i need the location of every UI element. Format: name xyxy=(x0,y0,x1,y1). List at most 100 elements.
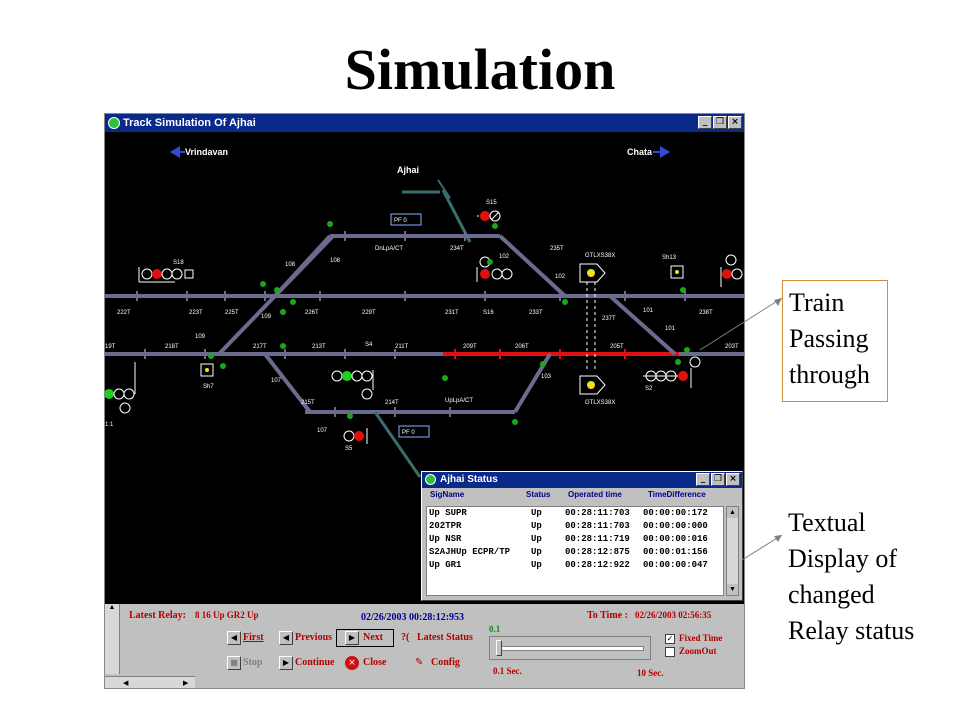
window-titlebar: Track Simulation Of Ajhai _ ❐ × xyxy=(105,114,744,132)
signal-s2-icon xyxy=(643,356,701,388)
signal-sh7-icon xyxy=(200,363,214,377)
label-dn-loop: DnLpA/CT xyxy=(375,246,403,252)
first-icon[interactable]: ◀ xyxy=(227,631,241,645)
close-icon[interactable]: × xyxy=(345,656,359,670)
control-hscroll[interactable]: ◀ ▶ xyxy=(105,676,195,688)
arrow-train-line xyxy=(699,297,783,351)
status-minimize-button[interactable]: _ xyxy=(696,473,710,486)
slider-min-label: 0.1 Sec. xyxy=(493,666,522,676)
restore-button[interactable]: ❐ xyxy=(713,116,727,129)
label-102b: 102 xyxy=(555,274,566,280)
label-107a: 107 xyxy=(271,378,282,384)
to-time-label: To Time : xyxy=(587,610,628,621)
status-logo-icon xyxy=(425,474,436,485)
panel-scroll-right-icon[interactable]: ▶ xyxy=(183,680,189,687)
label-102a: 102 xyxy=(499,254,510,260)
label-s18: S18 xyxy=(173,260,184,266)
header-status: Status xyxy=(526,490,551,499)
next-button-frame[interactable] xyxy=(336,629,394,647)
scroll-up-icon[interactable]: ▲ xyxy=(727,507,738,518)
latest-relay-label: Latest Relay: xyxy=(129,610,186,621)
label-109b: 109 xyxy=(261,314,272,320)
status-restore-button[interactable]: ❐ xyxy=(711,473,725,486)
config-icon[interactable]: ✎ xyxy=(415,657,424,668)
speed-slider[interactable] xyxy=(489,636,651,660)
previous-icon[interactable]: ◀ xyxy=(279,631,293,645)
previous-button[interactable]: Previous xyxy=(295,632,333,643)
zoom-out-checkbox[interactable] xyxy=(665,647,675,657)
label-up-loop: UpLpA/CT xyxy=(445,398,473,404)
callout-train-passing: Train Passing through xyxy=(782,280,888,402)
label-103: 103 xyxy=(541,374,552,380)
label-217t: 217T xyxy=(253,344,267,350)
label-101a: 101 xyxy=(643,308,654,314)
station-vrindavan: Vrindavan xyxy=(185,147,228,157)
arrow-status-head-icon xyxy=(774,535,782,542)
callout-train-line2: Passing xyxy=(789,324,869,353)
chata-arrow-icon xyxy=(653,146,670,158)
label-s5: S5 xyxy=(345,446,353,452)
header-signame: SigName xyxy=(430,490,465,499)
fixed-time-label: Fixed Time xyxy=(679,633,723,643)
signal-s18-icon xyxy=(138,267,194,283)
label-218t: 218T xyxy=(165,344,179,350)
app-logo-icon xyxy=(108,117,120,129)
callout-train-line1: Train xyxy=(789,288,845,317)
close-panel-button[interactable]: Close xyxy=(363,657,387,668)
header-operated: Operated time xyxy=(568,490,622,499)
label-sh13: Sh13 xyxy=(662,255,677,261)
lower-siding xyxy=(373,411,422,478)
callout-textual-display: Textual Display of changed Relay status xyxy=(788,505,958,649)
next-icon[interactable]: ▶ xyxy=(345,631,359,645)
continue-button[interactable]: Continue xyxy=(295,657,335,668)
label-225t: 225T xyxy=(225,310,239,316)
status-scrollbar[interactable]: ▲ ▼ xyxy=(726,506,739,596)
slider-top-label: 0.1 xyxy=(489,624,501,634)
signal-s16-icon xyxy=(476,256,513,282)
label-214t: 214T xyxy=(385,400,399,406)
continue-icon[interactable]: ▶ xyxy=(279,656,293,670)
config-button[interactable]: Config xyxy=(431,657,460,668)
status-window: Ajhai Status _ ❐ × SigName Status Operat… xyxy=(421,471,743,601)
latest-status-icon[interactable]: ?( xyxy=(401,632,410,643)
signal-right-edge-icon xyxy=(720,254,743,287)
label-109a: 109 xyxy=(195,334,206,340)
arrow-train-head-icon xyxy=(774,298,782,306)
control-vscroll[interactable]: ▲ xyxy=(105,604,120,674)
callout-text-line3: changed xyxy=(788,580,875,609)
scroll-down-icon[interactable]: ▼ xyxy=(727,584,738,595)
label-s4: S4 xyxy=(365,342,373,348)
label-234t: 234T xyxy=(450,246,464,252)
callout-train-line3: through xyxy=(789,360,870,389)
label-107b: 107 xyxy=(317,428,328,434)
label-203t: 203T xyxy=(725,344,739,350)
status-close-button[interactable]: × xyxy=(726,473,740,486)
label-233t: 233T xyxy=(529,310,543,316)
zoom-out-label: ZoomOut xyxy=(679,646,717,656)
minimize-button[interactable]: _ xyxy=(698,116,712,129)
first-button[interactable]: First xyxy=(243,632,264,643)
stop-button[interactable]: Stop xyxy=(243,657,263,668)
stop-icon[interactable]: ■ xyxy=(227,656,241,670)
latest-status-button[interactable]: Latest Status xyxy=(417,632,473,643)
next-button[interactable]: Next xyxy=(363,632,383,643)
panel-scroll-left-icon[interactable]: ◀ xyxy=(123,680,129,687)
label-108a: 108 xyxy=(285,262,296,268)
speed-slider-thumb[interactable] xyxy=(496,640,502,656)
close-button[interactable]: × xyxy=(728,116,742,129)
fixed-time-checkbox[interactable]: ✓ xyxy=(665,634,675,644)
panel-scroll-up-icon[interactable]: ▲ xyxy=(108,604,116,611)
status-header-row: SigName Status Operated time TimeDiffere… xyxy=(422,490,722,502)
label-213t: 213T xyxy=(312,344,326,350)
gate-top-icon xyxy=(579,263,606,283)
label-215t: 215T xyxy=(301,400,315,406)
label-205t: 205T xyxy=(610,344,624,350)
platform-upper-label: PF 0 xyxy=(394,218,407,224)
current-time: 02/26/2003 00:28:12:953 xyxy=(361,612,465,623)
